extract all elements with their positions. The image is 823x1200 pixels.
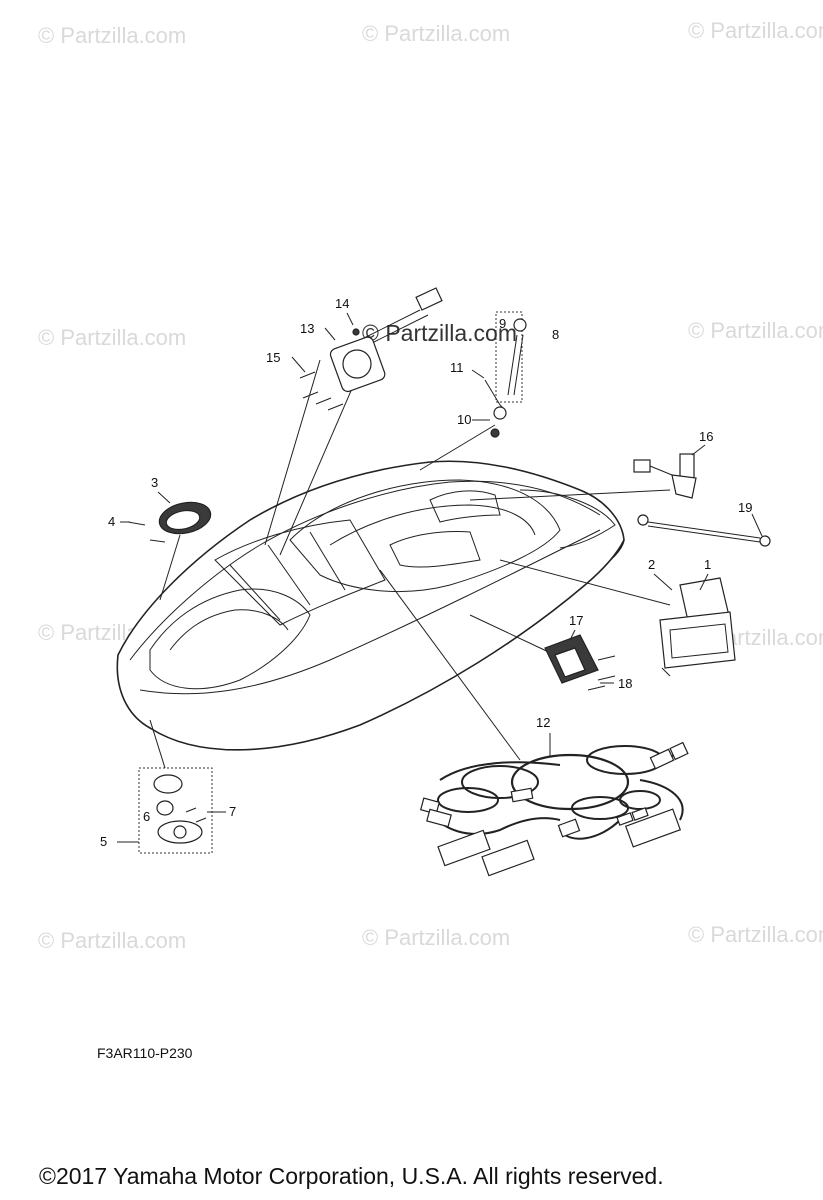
callout-4: 4	[108, 514, 115, 529]
block-assembly	[544, 634, 616, 691]
watermark: © Partzilla.com	[38, 928, 186, 953]
callout-2: 2	[648, 557, 655, 572]
callout-11: 11	[450, 360, 464, 375]
callout-16: 16	[699, 429, 713, 444]
watermark-center: © Partzilla.com	[362, 320, 517, 346]
bracket-assembly	[659, 577, 736, 677]
callout-17: 17	[569, 613, 583, 628]
callout-labels: 1 2 3 4 5 6 7 8 9 10 11 12 13 14 15 16 1…	[100, 296, 752, 849]
rod-assembly	[637, 514, 771, 547]
callout-14: 14	[335, 296, 349, 311]
callout-13: 13	[300, 321, 314, 336]
sensor-assembly	[633, 453, 697, 499]
callout-10: 10	[457, 412, 471, 427]
callout-19: 19	[738, 500, 752, 515]
speaker-assembly	[127, 501, 212, 543]
callout-5: 5	[100, 834, 107, 849]
watermark: © Partzilla.com	[38, 23, 186, 48]
callout-9: 9	[499, 316, 506, 331]
leader-lines	[149, 359, 671, 769]
cable-assembly	[484, 311, 527, 438]
callout-18: 18	[618, 676, 632, 691]
watermark: © Partzilla.com	[688, 922, 823, 947]
copyright-notice: ©2017 Yamaha Motor Corporation, U.S.A. A…	[39, 1163, 664, 1189]
callout-6: 6	[143, 809, 150, 824]
diagram-code: F3AR110-P230	[97, 1045, 193, 1061]
watermark: © Partzilla.com	[688, 18, 823, 43]
wiring-harness	[419, 741, 689, 877]
callout-12: 12	[536, 715, 550, 730]
watermark: © Partzilla.com	[38, 325, 186, 350]
callout-7: 7	[229, 804, 236, 819]
callout-15: 15	[266, 350, 280, 365]
watermark: © Partzilla.com	[362, 925, 510, 950]
drain-assembly	[138, 767, 213, 854]
watermark: © Partzilla.com	[362, 21, 510, 46]
callout-1: 1	[704, 557, 711, 572]
callout-ticks	[117, 312, 763, 843]
screw-icon	[299, 371, 344, 411]
callout-3: 3	[151, 475, 158, 490]
boat-hull	[116, 460, 625, 751]
callout-8: 8	[552, 327, 559, 342]
watermark: © Partzilla.com	[688, 318, 823, 343]
gauge-mount-assembly	[299, 287, 443, 411]
